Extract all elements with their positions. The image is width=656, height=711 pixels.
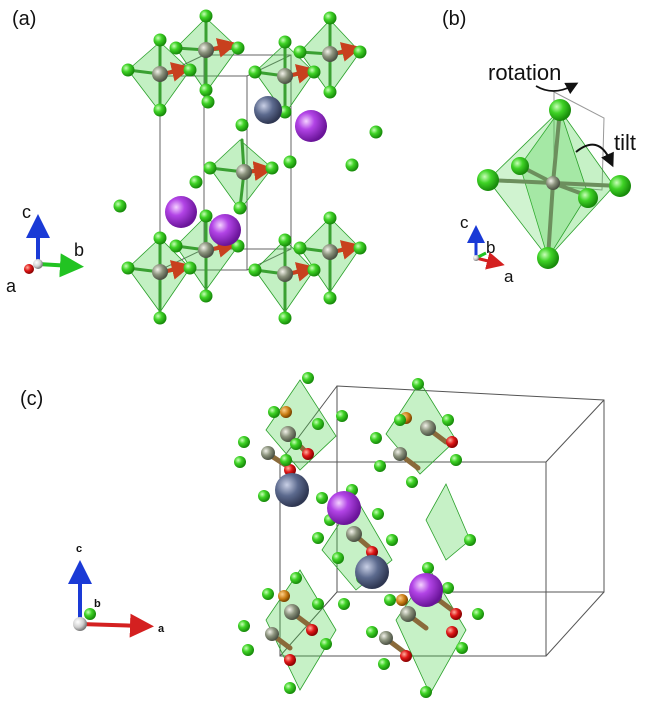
panel-b-metal-atom: [546, 176, 560, 190]
tilt-arrow: [575, 143, 614, 168]
panel-b-axis-a-label: a: [504, 267, 514, 286]
panel-c-label: (c): [20, 388, 44, 410]
panel-c-halide-atoms: [234, 372, 484, 698]
panel-a-halide-atoms: [113, 9, 383, 325]
axis-origin: [33, 259, 43, 269]
panel-a-bonds: [126, 14, 362, 314]
panel-b-label: (b): [442, 8, 467, 30]
axis-b-arrow: [37, 253, 84, 278]
panel-a-structure: [113, 9, 383, 325]
panel-c-axis-b-label: b: [94, 598, 101, 610]
tilt-label: tilt: [614, 130, 636, 155]
rotation-arrow: [535, 82, 579, 95]
panel-c-axis-c-label: c: [76, 543, 82, 555]
panel-b-octahedron: rotation tilt: [477, 60, 636, 269]
panel-a-cations: [165, 96, 327, 246]
axis-b-label: b: [74, 240, 84, 260]
panel-b-axes: c b a: [460, 213, 514, 286]
panel-c-axis-a-label: a: [158, 623, 165, 635]
panel-c-cations: [275, 473, 443, 607]
panel-c-orange-atoms: [278, 406, 412, 606]
panel-b-axis-b-label: b: [486, 238, 495, 257]
axis-a-label: a: [6, 276, 17, 296]
axis-a-dot: [24, 264, 34, 274]
panel-a-label: (a): [12, 8, 37, 30]
panel-c-axes: c b a: [68, 543, 165, 638]
panel-a-axes: c b a: [6, 202, 84, 296]
axis-c-label: c: [22, 202, 31, 222]
panel-c-structure: [234, 372, 605, 698]
panel-b-axis-c-label: c: [460, 213, 469, 232]
panel-b-halide-atoms: [477, 99, 631, 269]
rotation-label: rotation: [488, 60, 561, 85]
panel-c-red-atoms: [284, 436, 462, 666]
panel-c-octahedra: [265, 379, 471, 695]
panel-a-metal-atoms: [152, 42, 338, 282]
